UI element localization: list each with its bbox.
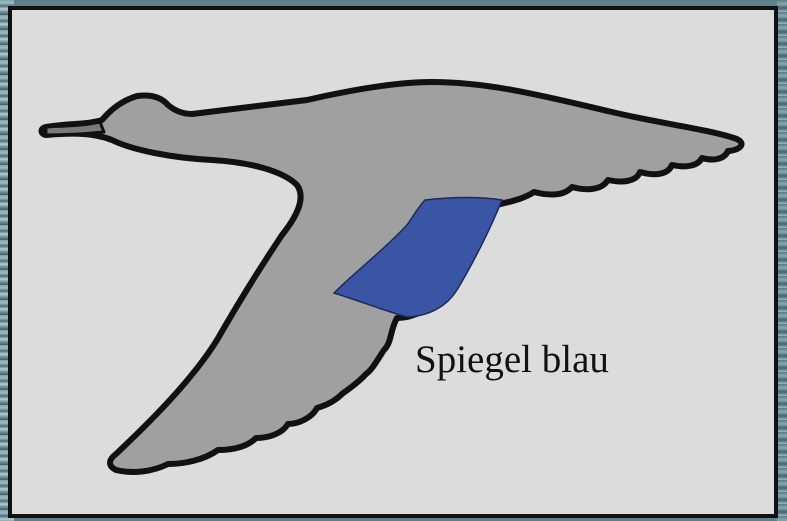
duck-illustration <box>12 10 774 514</box>
photo-edge-right <box>777 0 787 521</box>
illustration-panel: Spiegel blau <box>8 6 778 518</box>
speculum-label: Spiegel blau <box>415 340 609 379</box>
